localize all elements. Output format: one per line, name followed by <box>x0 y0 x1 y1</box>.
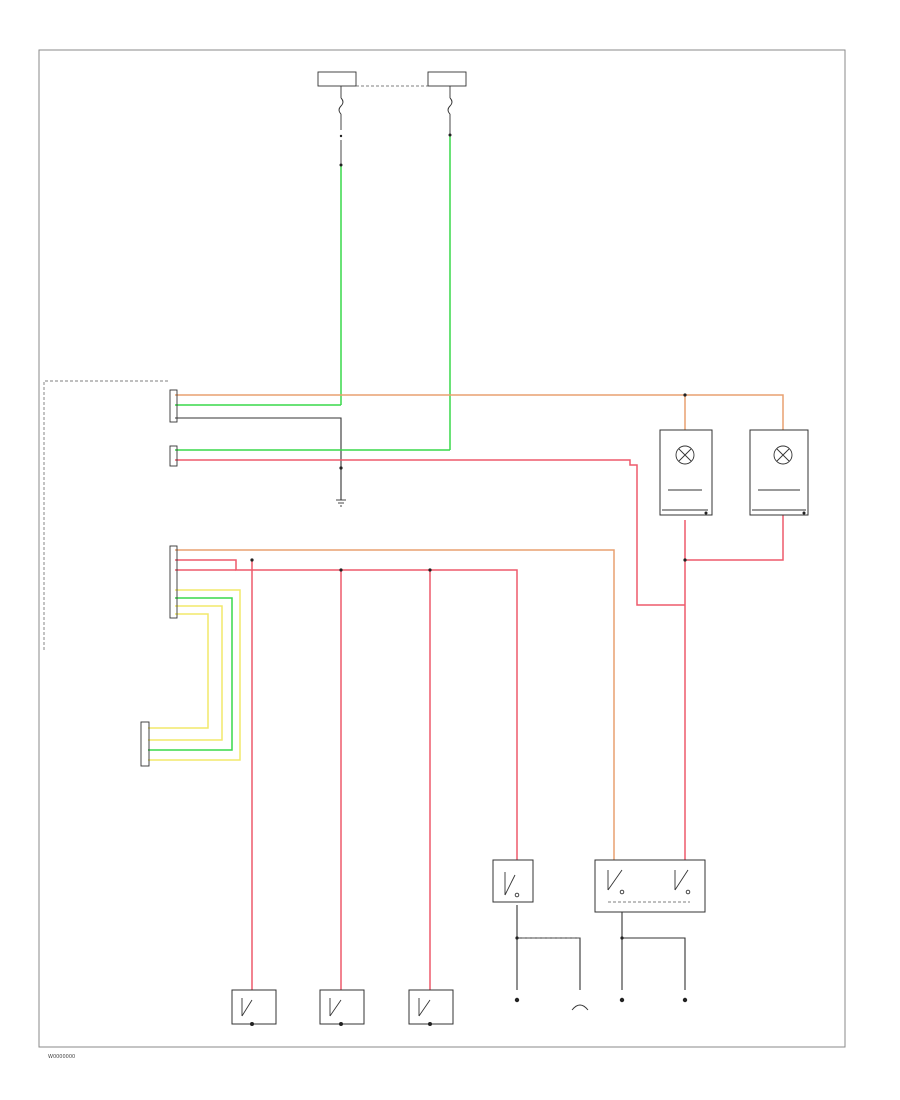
connector-bottom-left <box>140 721 150 767</box>
ground-node <box>339 466 343 470</box>
junction-dot <box>339 568 343 572</box>
door-switch-1 <box>231 989 277 1026</box>
junction-dot <box>515 936 519 940</box>
junction-dot <box>620 936 624 940</box>
switch-single <box>492 859 534 903</box>
fuse-right <box>427 71 467 137</box>
wire-black-ground <box>175 417 342 500</box>
junction-dot <box>683 393 687 397</box>
junction-dot <box>428 568 432 572</box>
wire-black-switch-2b <box>622 937 686 990</box>
switch-double <box>594 859 706 913</box>
wire-orange-lower <box>175 549 615 860</box>
footer-id: W0000000 <box>48 1054 75 1060</box>
wire-red-mid <box>175 459 685 606</box>
wire-green-bus-2 <box>148 597 233 751</box>
wire-yellow-bus-4 <box>148 613 209 729</box>
bottom-node-3 <box>619 997 625 1003</box>
wire-red-lower-1 <box>175 559 518 860</box>
door-switch-3 <box>408 989 454 1026</box>
junction-dot <box>250 558 254 562</box>
bottom-node-4 <box>682 997 688 1003</box>
door-switch-2 <box>319 989 365 1026</box>
wire-yellow-bus-1 <box>148 589 241 761</box>
wires <box>148 135 784 990</box>
wire-yellow-bus-3 <box>148 605 223 741</box>
lamp-right <box>749 429 809 516</box>
connector-upper <box>169 389 178 467</box>
lamp-left <box>659 429 713 516</box>
junction-dot <box>683 558 687 562</box>
bottom-node-1 <box>514 997 520 1003</box>
bottom-node-2 <box>571 1004 589 1011</box>
wire-orange-top <box>175 394 784 430</box>
fuse-left <box>317 71 357 167</box>
module-outline-dashed <box>43 380 168 650</box>
ground-symbol <box>336 499 346 507</box>
connector-lower <box>169 545 178 619</box>
diagram-frame <box>38 49 846 1048</box>
wire-black-switch-1b <box>517 937 581 990</box>
wire-red-lamps-link <box>684 515 784 561</box>
